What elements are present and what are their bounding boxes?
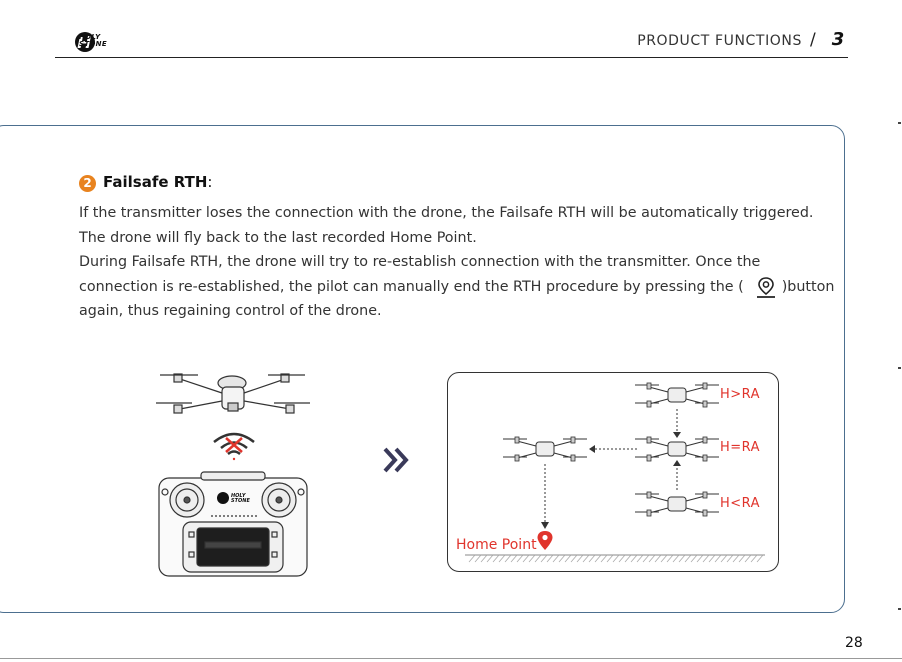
transmitter-brand-1: HOLY (231, 493, 247, 499)
paragraph-text-start: During Failsafe RTH, the drone will try … (79, 254, 761, 295)
chapter-number-icon: 3 (832, 29, 845, 50)
content-panel (0, 125, 845, 613)
drone-return-start (502, 436, 588, 462)
double-chevron-right-icon (383, 447, 409, 473)
paragraph-text-end: )button again, thus regaining control of… (79, 278, 835, 320)
heading-colon: : (207, 173, 213, 191)
drone-above-return-altitude (634, 382, 720, 408)
section-heading: Failsafe RTH: (103, 173, 212, 191)
home-pin-icon (756, 276, 775, 298)
transmitter-brand-2: STONE (231, 498, 250, 504)
page-number: 28 (845, 635, 863, 651)
drone-illustration (156, 373, 310, 414)
label-above-return-altitude: H>RA (720, 387, 761, 402)
heading-text: Failsafe RTH (103, 173, 208, 191)
header-separator: / (810, 30, 816, 50)
section-title: PRODUCT FUNCTIONS (637, 33, 802, 49)
label-at-return-altitude: H=RA (720, 440, 761, 455)
paragraph-failsafe-trigger: If the transmitter loses the connection … (79, 205, 814, 246)
holy-stone-logo-icon (75, 32, 95, 52)
transmitter-illustration: HOLY STONE (158, 471, 308, 577)
paragraph-failsafe-reconnect: During Failsafe RTH, the drone will try … (79, 250, 839, 324)
rth-altitude-diagram (447, 372, 779, 572)
signal-lost-icon (213, 432, 255, 461)
drone-at-return-altitude (634, 436, 720, 462)
home-point-label: Home Point (456, 537, 537, 553)
crop-mark-bottom (898, 608, 901, 610)
crop-mark-middle (898, 367, 901, 369)
home-point-marker-icon (537, 531, 553, 550)
footer-divider (0, 658, 902, 659)
label-below-return-altitude: H<RA (720, 496, 761, 511)
brand-line-2: STONE (79, 40, 107, 48)
chapter-number: 3 (832, 29, 845, 50)
brand-wordmark: HOLY STONE (79, 34, 107, 48)
step-badge: 2 (79, 175, 96, 192)
crop-mark-top (898, 122, 901, 124)
header-divider (55, 57, 848, 58)
rth-diagram-graphics (465, 382, 765, 563)
drone-below-return-altitude (634, 491, 720, 517)
brand-line-1: HOLY (79, 33, 101, 41)
